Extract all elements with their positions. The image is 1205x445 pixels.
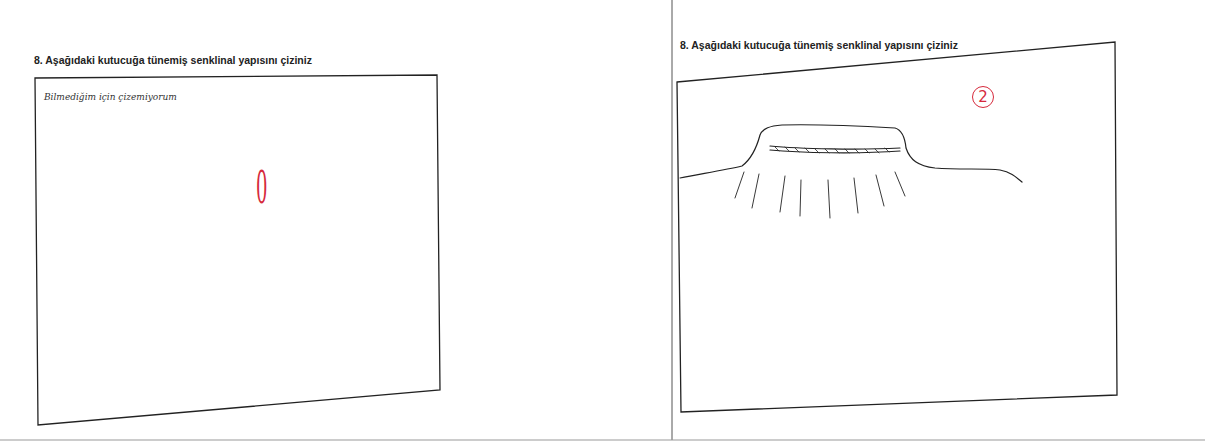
answer-box: 8. Aşağıdaki kutucuğa tünemiş senklinal … [30,50,445,430]
box-outline [30,50,445,430]
box-outline [672,30,1122,415]
score-mark: 0 [256,162,267,214]
handwritten-answer: Bilmediğim için çizemiyorum [44,92,177,102]
question-heading: 8. Aşağıdaki kutucuğa tünemiş senklinal … [34,54,312,66]
slope-lines [735,172,905,218]
layer-hatching [775,147,889,153]
fold-layer [770,150,900,153]
fold-layer [770,146,900,149]
panel-divider [672,0,673,440]
box-border [677,42,1117,412]
score-mark: 2 [972,86,994,108]
question-heading: 8. Aşağıdaki kutucuğa tünemiş senklinal … [680,39,958,51]
answer-box: 8. Aşağıdaki kutucuğa tünemiş senklinal … [672,30,1122,415]
bottom-rule [0,440,1205,441]
ground-profile [680,125,1022,182]
syncline-sketch [680,125,1022,218]
box-border [35,75,440,425]
